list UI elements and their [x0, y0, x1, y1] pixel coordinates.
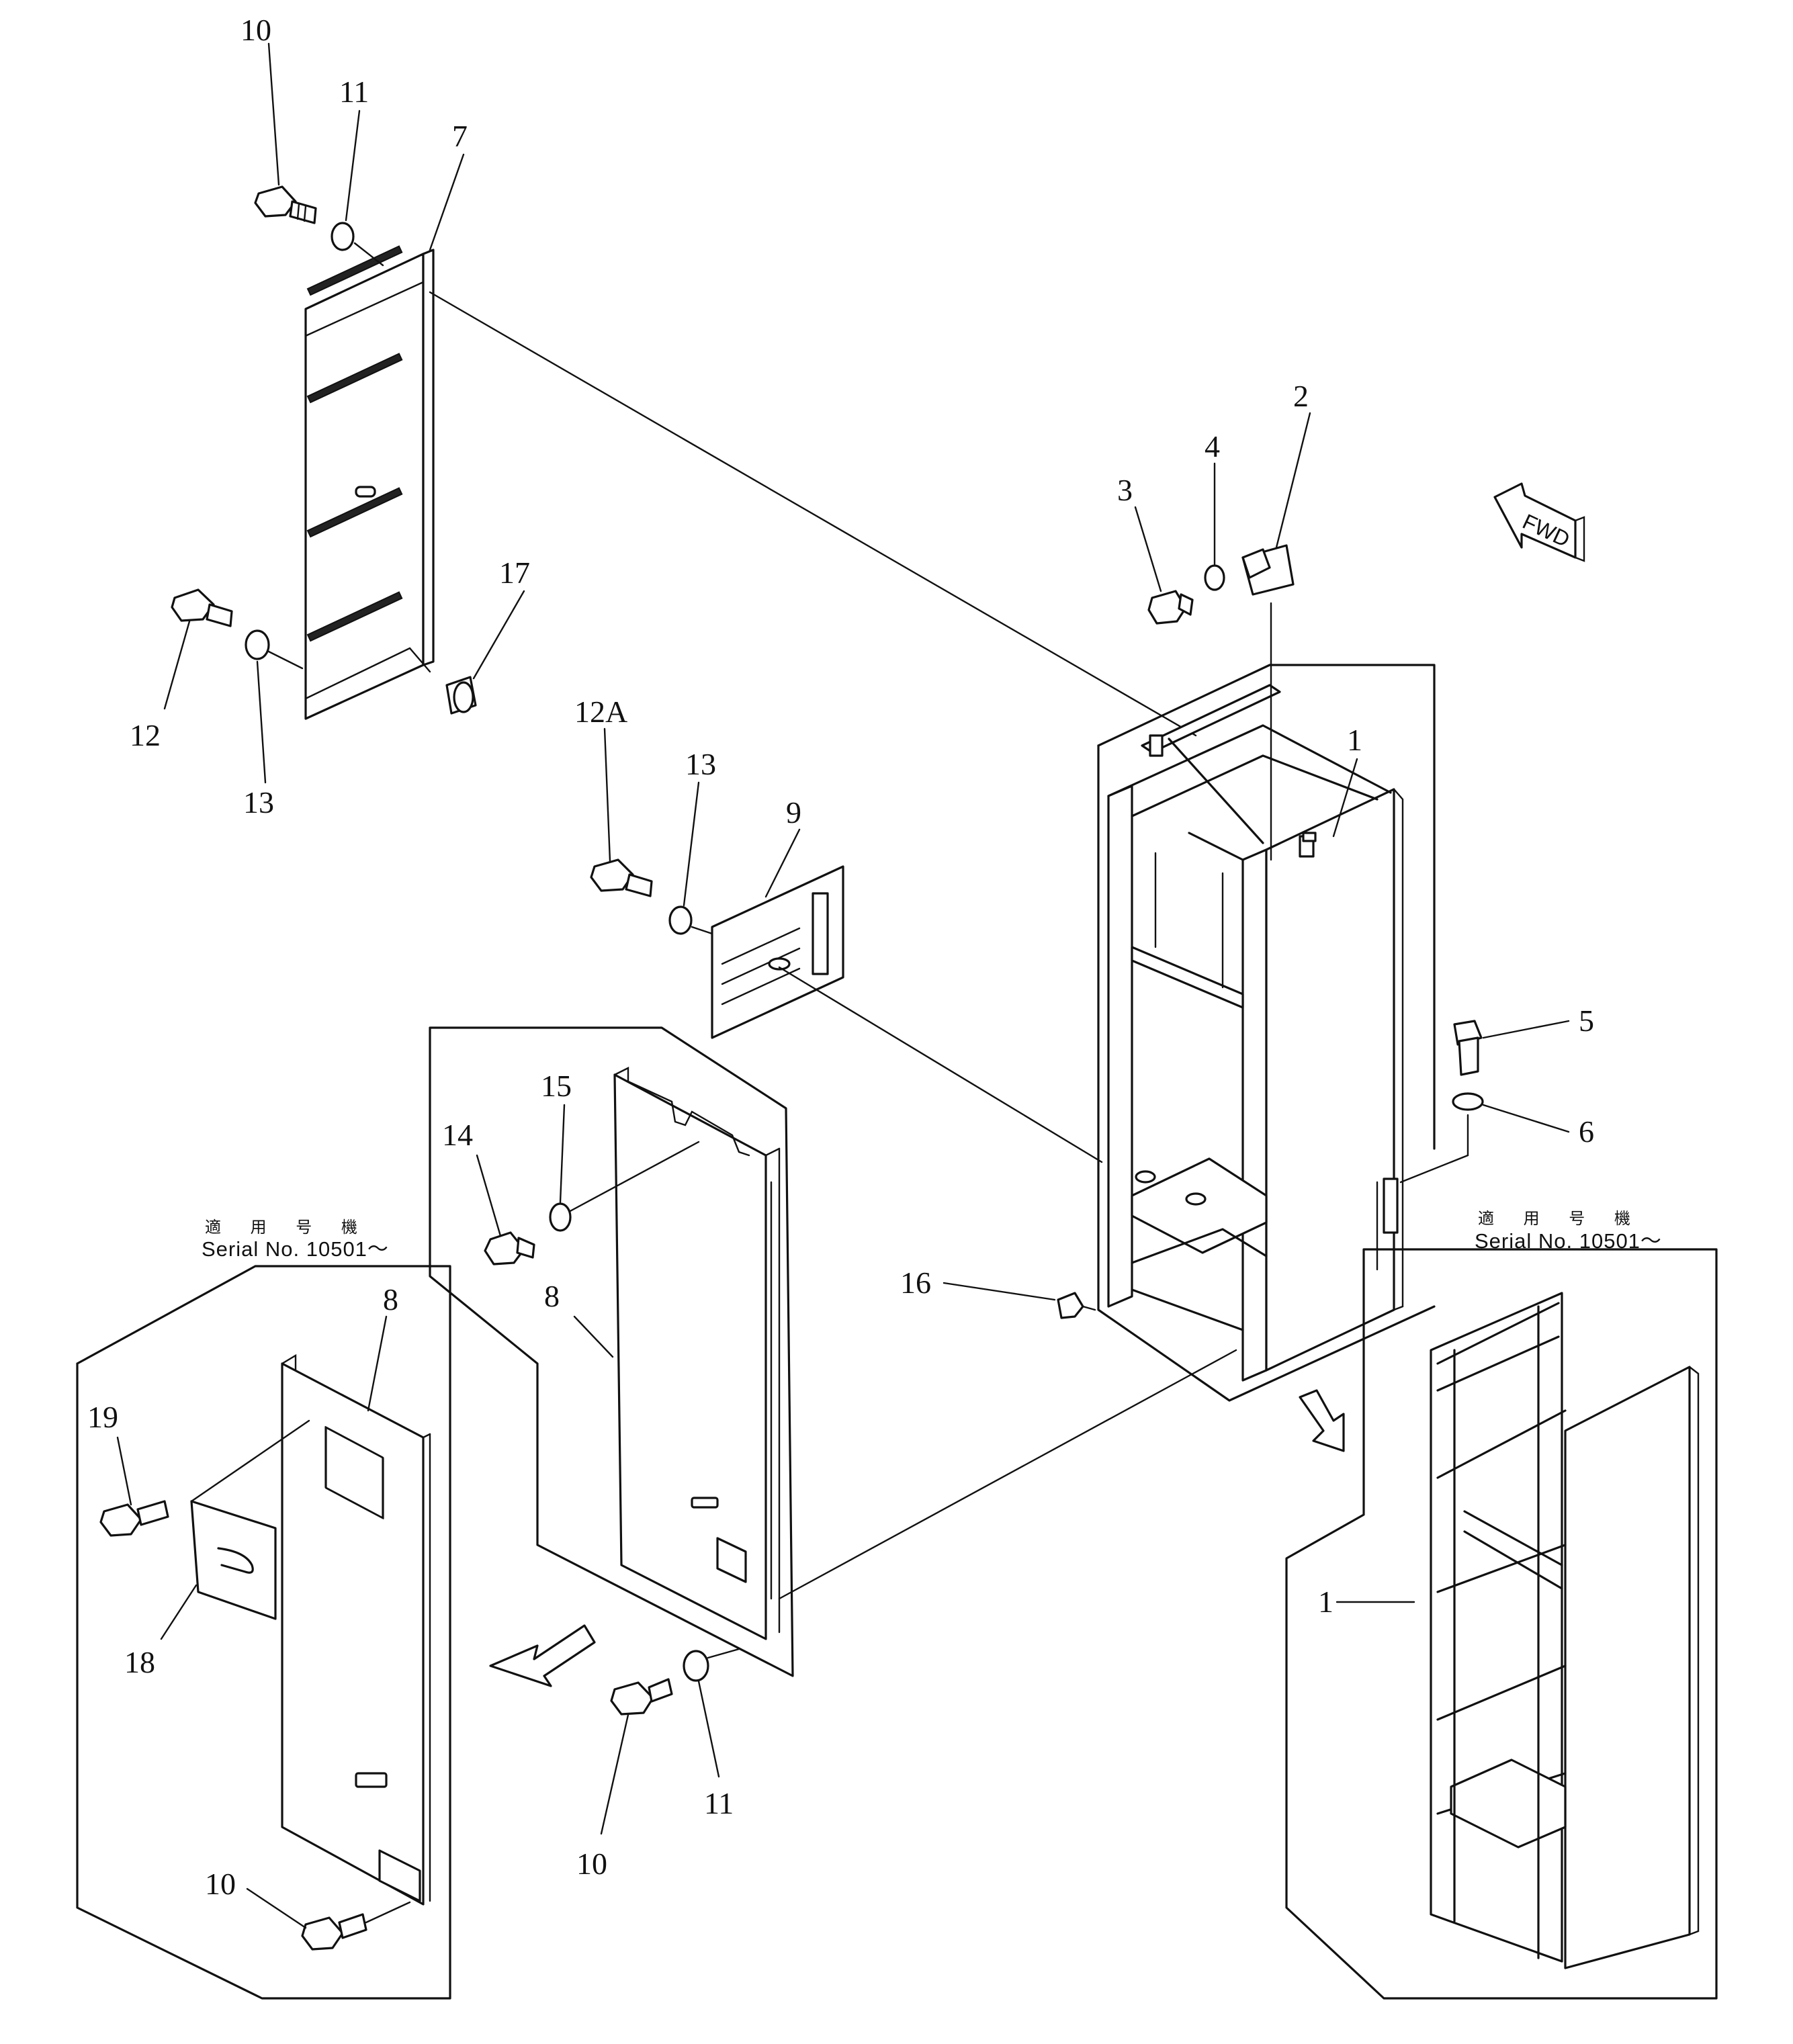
leader-lines — [116, 42, 1570, 1929]
callout-17: 17 — [499, 556, 530, 590]
frame-1 — [1097, 664, 1436, 1402]
callout-10-inset: 10 — [205, 1867, 236, 1901]
callout-12: 12 — [130, 718, 161, 752]
note-left-serial: Serial No. 10501～ — [202, 1237, 389, 1261]
bolt-10-inset — [301, 1913, 367, 1951]
washer-13-center — [668, 905, 693, 935]
washer-11-top — [331, 222, 355, 251]
bolt-12A — [590, 858, 653, 897]
callout-7: 7 — [452, 119, 468, 153]
callout-14: 14 — [442, 1118, 473, 1152]
washer-13-left — [245, 629, 270, 660]
callout-4: 4 — [1205, 429, 1220, 463]
note-left: 適 用 号 機 Serial No. 10501～ — [202, 1218, 389, 1261]
callout-10-bottom: 10 — [576, 1847, 607, 1881]
callout-16: 16 — [900, 1265, 931, 1300]
plate-9 — [711, 865, 844, 1039]
callout-18: 18 — [124, 1645, 155, 1679]
plug-16 — [1057, 1292, 1096, 1319]
washer-11-bottom — [683, 1650, 709, 1682]
callout-12A: 12A — [574, 695, 627, 729]
callout-11-top: 11 — [339, 75, 369, 109]
callout-6: 6 — [1579, 1114, 1594, 1149]
callout-1-inset: 1 — [1318, 1585, 1333, 1619]
callout-1-main: 1 — [1347, 723, 1362, 757]
callout-13-center: 13 — [685, 747, 716, 781]
callout-19: 19 — [87, 1400, 118, 1434]
washer-4 — [1204, 564, 1225, 591]
note-left-jp: 適 用 号 機 — [205, 1218, 369, 1237]
bolt-3 — [1147, 590, 1194, 625]
fwd-arrow-icon: FWD — [1493, 482, 1585, 562]
bolt-19 — [99, 1500, 169, 1537]
callout-15: 15 — [541, 1069, 572, 1103]
callout-8-inset: 8 — [383, 1282, 398, 1317]
callout-13-left: 13 — [243, 785, 274, 819]
note-right-jp: 適 用 号 機 — [1478, 1209, 1643, 1228]
callout-5: 5 — [1579, 1004, 1594, 1038]
washer-6 — [1452, 1092, 1484, 1111]
bracket-2 — [1241, 544, 1295, 596]
note-right: 適 用 号 機 Serial No. 10501～ — [1475, 1209, 1662, 1253]
washer-15 — [549, 1202, 572, 1232]
inset-right — [1285, 1248, 1718, 2000]
cover-panel-7 — [304, 245, 435, 720]
callouts: 10 11 7 12 13 17 12A 13 9 3 4 2 1 5 6 16… — [87, 13, 1594, 1901]
bolt-14 — [484, 1231, 535, 1265]
callout-11-bottom: 11 — [704, 1786, 734, 1820]
arrow-down-right-icon — [1299, 1389, 1345, 1452]
callout-10-top: 10 — [240, 13, 271, 47]
note-right-serial: Serial No. 10501～ — [1475, 1229, 1662, 1253]
bolt-10-top — [254, 185, 317, 224]
bolt-12 — [171, 588, 233, 627]
callout-8-center: 8 — [544, 1279, 560, 1313]
panel-8-outline — [429, 1026, 794, 1677]
callout-3: 3 — [1117, 473, 1133, 507]
bolt-5 — [1453, 1020, 1483, 1076]
callout-9: 9 — [786, 795, 801, 830]
inset-left — [76, 1265, 451, 2000]
callout-2: 2 — [1293, 379, 1309, 413]
front-panel-8 — [613, 1067, 781, 1640]
arrow-down-left-icon — [489, 1624, 596, 1687]
bolt-10-center — [610, 1678, 673, 1716]
bushing-17 — [445, 676, 477, 715]
